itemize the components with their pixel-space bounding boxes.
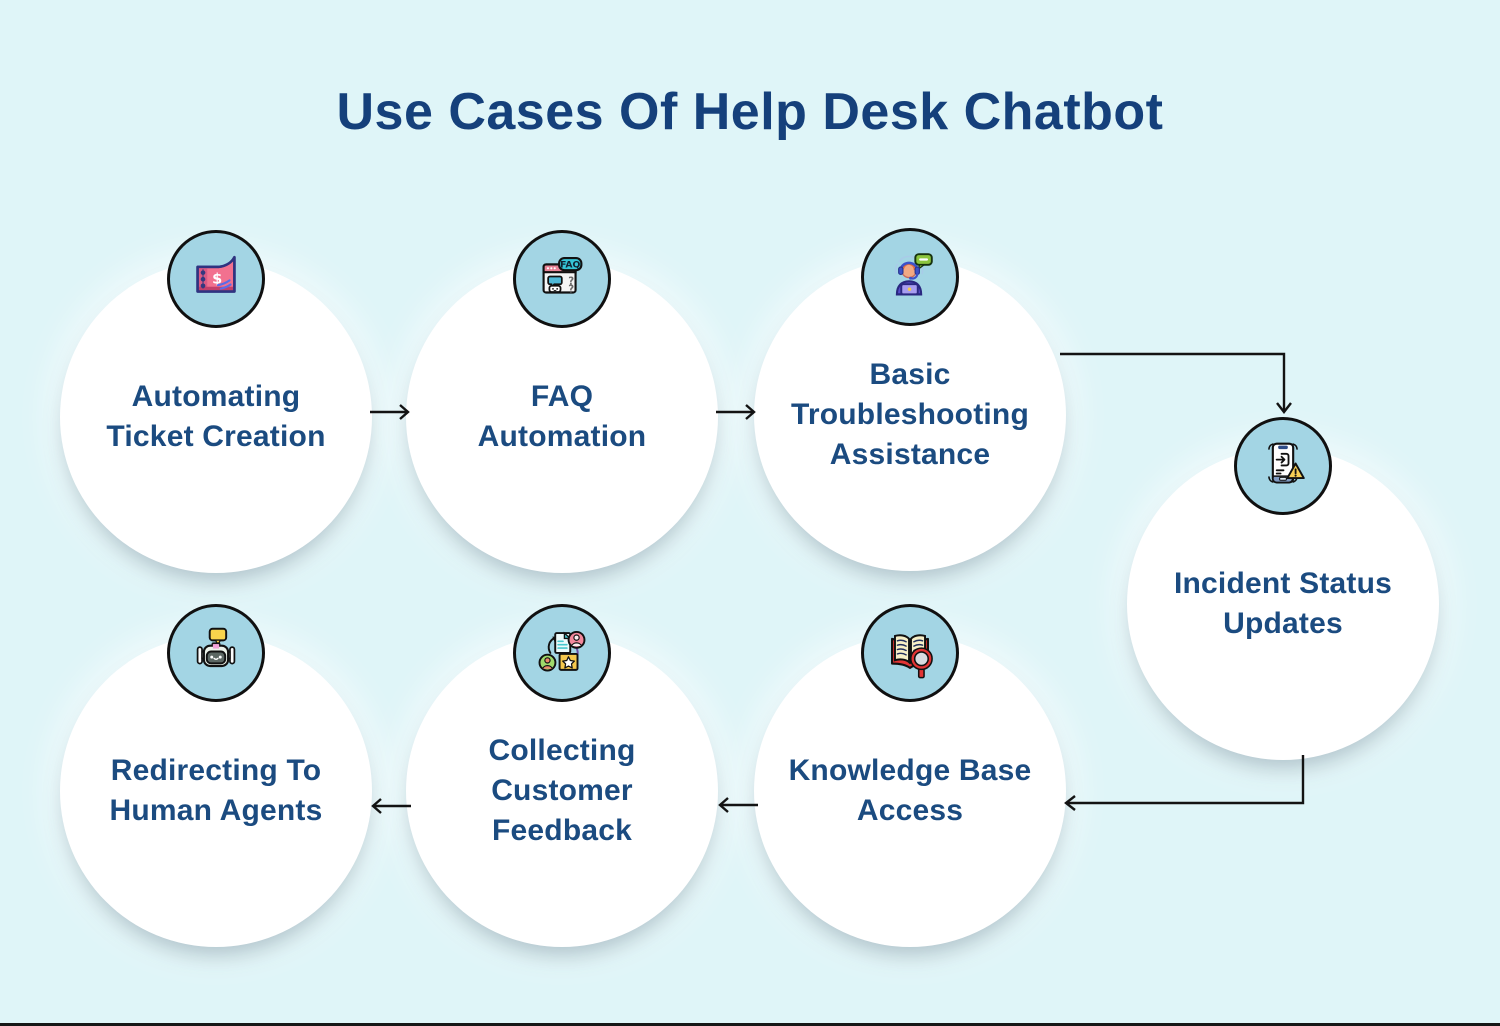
node-collecting-customer-feedback: Collecting Customer Feedback [406, 604, 718, 947]
arrow-5-to-6 [718, 797, 758, 813]
node-label: Automating Ticket Creation [106, 380, 326, 453]
svg-text:FAQ: FAQ [560, 259, 580, 270]
node-label: FAQ Automation [477, 380, 647, 453]
arrow-6-to-7 [371, 798, 411, 814]
connector-4-to-5 [1064, 755, 1305, 811]
node-knowledge-base-access: Knowledge Base Access [754, 604, 1066, 947]
node-icon-badge [167, 604, 265, 702]
node-faq-automation: FAQ ? ? FAQ Automation [406, 230, 718, 573]
customer-feedback-icon [531, 620, 593, 687]
chatbot-robot-icon [185, 620, 247, 687]
svg-text:?: ? [568, 284, 574, 295]
node-redirecting-to-human-agents: Redirecting To Human Agents [60, 604, 372, 947]
node-label: Basic Troubleshooting Assistance [791, 358, 1029, 471]
arrow-1-to-2 [370, 404, 410, 420]
node-icon-badge [861, 604, 959, 702]
node-incident-status-updates: Incident Status Updates [1127, 417, 1439, 760]
node-icon-badge [513, 604, 611, 702]
phone-warning-icon [1252, 433, 1314, 500]
node-label: Knowledge Base Access [788, 754, 1032, 827]
svg-text:$: $ [212, 271, 222, 287]
arrow-2-to-3 [716, 404, 756, 420]
node-icon-badge: $ [167, 230, 265, 328]
node-label: Incident Status Updates [1173, 567, 1393, 640]
dollar-ticket-icon: $ [185, 246, 247, 313]
node-icon-badge [861, 228, 959, 326]
node-icon-badge: FAQ ? ? [513, 230, 611, 328]
page-title: Use Cases Of Help Desk Chatbot [336, 83, 1164, 141]
node-basic-troubleshooting-assistance: Basic Troubleshooting Assistance [754, 228, 1066, 571]
support-agent-headset-icon [879, 244, 941, 311]
svg-text:?: ? [568, 276, 574, 287]
connector-3-to-4 [1060, 352, 1292, 414]
node-icon-badge [1234, 417, 1332, 515]
node-automating-ticket-creation: $ Automating Ticket Creation [60, 230, 372, 573]
node-label: Collecting Customer Feedback [488, 734, 636, 847]
node-label: Redirecting To Human Agents [109, 754, 323, 827]
book-magnifier-icon [879, 620, 941, 687]
faq-browser-icon: FAQ ? ? [531, 246, 593, 313]
